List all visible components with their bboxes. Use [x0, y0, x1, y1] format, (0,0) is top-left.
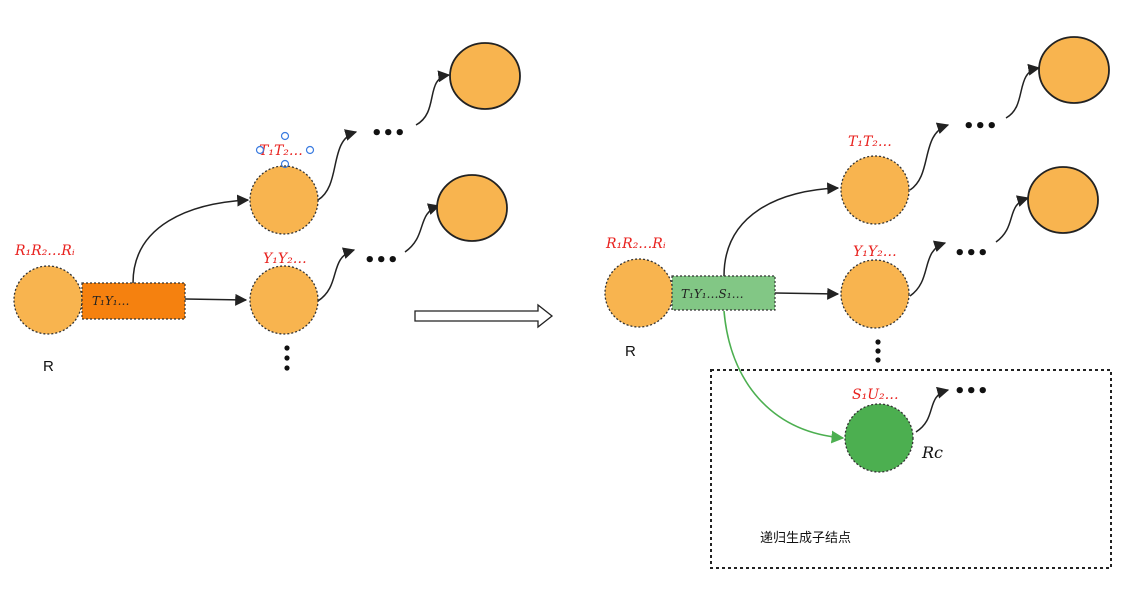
right-edge-dots-to-node	[1005, 63, 1041, 119]
left-ellipsis-mid: •••	[364, 250, 399, 271]
left-edge-dots-to-node	[415, 70, 451, 126]
right-top-child-node	[840, 155, 910, 225]
right-root-label: R	[625, 343, 636, 360]
selection-handle-right	[305, 145, 315, 155]
left-top-child-seq: T₁T₂…	[259, 143, 303, 159]
left-mid-child-seq: Y₁Y₂…	[263, 251, 307, 267]
right-top-child-seq: T₁T₂…	[848, 134, 892, 150]
left-root-box-text: T₁Y₁…	[92, 294, 130, 308]
right-edge-to-top-child	[723, 182, 840, 277]
right-new-child-node	[844, 403, 914, 473]
right-edge-top-to-dots	[909, 122, 950, 191]
right-edge-new-to-dots	[915, 386, 950, 433]
right-ellipsis-new: •••	[954, 381, 989, 402]
right-root-box-text: T₁Y₁…S₁…	[681, 287, 744, 301]
left-root-label: R	[43, 358, 54, 375]
recursive-region	[710, 369, 1112, 569]
right-mid-child-node	[840, 259, 910, 329]
right-ellipsis-mid: •••	[954, 243, 989, 264]
left-edge-dots-to-node2	[404, 203, 441, 253]
left-ellipsis-vertical	[284, 345, 290, 371]
right-diagram: 递归生成子结点 T₁Y₁…S₁… R₁R₂…Rᵢ R T₁T₂… Y₁Y₂… S…	[604, 36, 1112, 569]
left-far-node-top	[449, 42, 521, 110]
right-edge-to-mid-child	[774, 287, 840, 300]
right-new-child-name: Rc	[921, 443, 943, 462]
left-selection-handles	[255, 131, 315, 169]
left-edge-to-top-child	[132, 194, 250, 284]
right-root-box	[671, 275, 776, 311]
right-new-child-seq: S₁U₂…	[852, 387, 899, 403]
right-root-node	[604, 258, 674, 328]
right-edge-to-new-child	[723, 310, 845, 444]
right-far-node-top	[1038, 36, 1110, 104]
selection-handle-bottom	[280, 159, 290, 169]
left-ellipsis-top: •••	[371, 123, 406, 144]
left-root-node	[13, 265, 83, 335]
left-mid-child-node	[249, 265, 319, 335]
right-mid-child-seq: Y₁Y₂…	[853, 244, 897, 260]
transform-arrow	[414, 303, 554, 329]
right-edge-mid-to-dots	[909, 240, 947, 297]
recursive-region-caption: 递归生成子结点	[760, 531, 851, 546]
right-ellipsis-top: •••	[963, 116, 998, 137]
left-top-child-node	[249, 165, 319, 235]
right-far-node-mid	[1027, 166, 1099, 234]
left-edge-top-to-dots	[317, 129, 358, 201]
left-edge-to-mid-child	[184, 293, 248, 306]
right-root-seq: R₁R₂…Rᵢ	[605, 236, 666, 252]
left-far-node-mid	[436, 174, 508, 242]
right-edge-dots-to-node2	[995, 195, 1030, 243]
left-root-seq: R₁R₂…Rᵢ	[14, 243, 75, 259]
selection-handle-left	[255, 145, 265, 155]
left-diagram: T₁Y₁… R₁R₂…Rᵢ R T₁T₂… Y₁Y₂… ••• •••	[13, 42, 521, 375]
left-root-box	[81, 282, 186, 320]
right-ellipsis-vertical	[875, 339, 881, 363]
selection-handle-top	[280, 131, 290, 141]
left-edge-mid-to-dots	[317, 247, 356, 302]
